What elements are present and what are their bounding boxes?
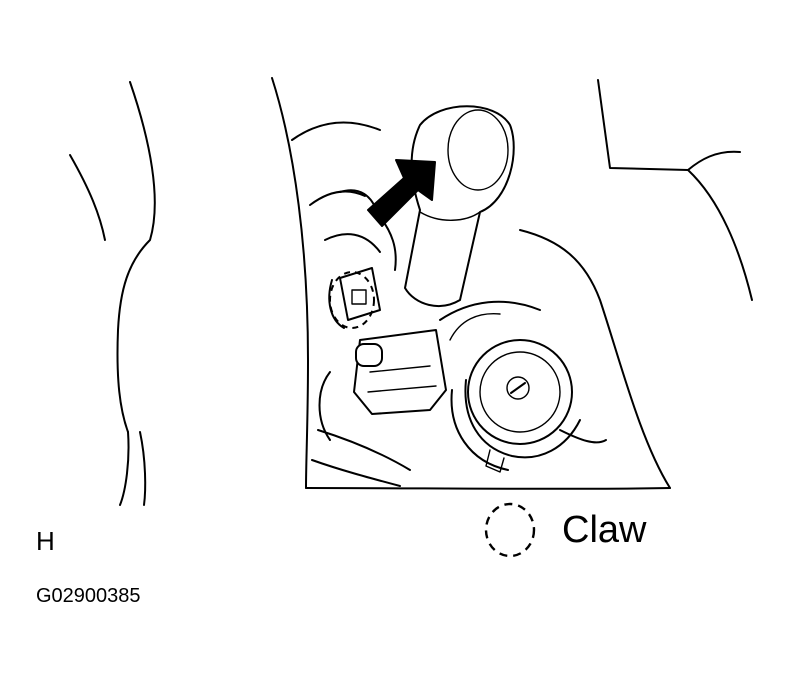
left-panel-outline — [69, 81, 156, 506]
view-letter: H — [36, 526, 55, 556]
figure-code: G02900385 — [36, 585, 141, 607]
switch-mechanism — [311, 189, 541, 487]
column-housing — [271, 77, 671, 490]
removal-arrow — [367, 159, 436, 227]
key-cylinder-shaft — [404, 105, 515, 307]
claw-legend-label: Claw — [562, 509, 647, 551]
claw-legend-symbol — [484, 502, 536, 558]
claw-marker-on-part — [329, 271, 375, 329]
right-panel-outline — [597, 79, 753, 301]
lock-cylinder — [450, 339, 607, 473]
